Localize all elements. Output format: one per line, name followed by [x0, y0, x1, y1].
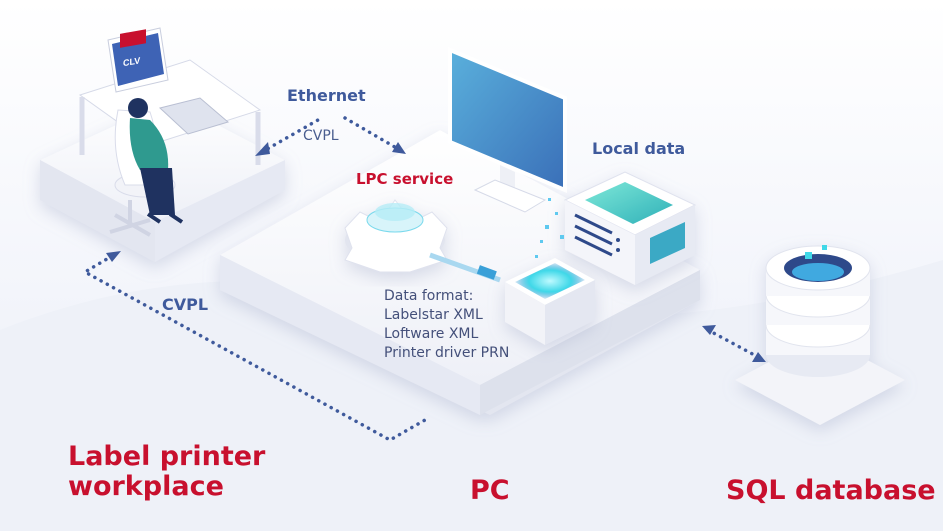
clv-logo-text: CLV [123, 55, 140, 68]
cvpl-top-label: CVPL [303, 128, 339, 144]
lpc-service-label: LPC service [356, 170, 454, 188]
data-particles [535, 198, 564, 258]
chair-base [109, 200, 151, 237]
lpc-gear-icon [344, 199, 448, 273]
workplace-title: Label printer workplace [68, 441, 266, 502]
arrowheads [106, 142, 766, 362]
local-data-server [563, 171, 697, 285]
link-lines [81, 116, 762, 443]
workplace-monitor: CLV [107, 27, 169, 93]
sql-link [706, 328, 762, 360]
sql-database-title: SQL database [726, 475, 936, 506]
data-format-chip [505, 258, 595, 345]
data-format-item: Labelstar XML [384, 307, 483, 323]
clv-logo [120, 29, 146, 48]
keyboard [158, 97, 230, 135]
cvpl-left-link [81, 254, 427, 443]
data-format-item: Loftware XML [384, 326, 479, 342]
pc-monitor [448, 46, 567, 213]
ethernet-link-right [343, 116, 402, 152]
cable-plug [476, 265, 497, 280]
ethernet-label: Ethernet [287, 86, 366, 105]
cvpl-left-label: CVPL [162, 295, 209, 314]
sql-database-icon [735, 245, 905, 425]
data-format-title: Data format: [384, 288, 474, 304]
data-format-block: Data format: Labelstar XML Loftware XML … [384, 287, 509, 363]
person-icon [114, 98, 184, 224]
data-format-item: Printer driver PRN [384, 345, 510, 361]
pc-title: PC [470, 475, 510, 506]
local-data-label: Local data [592, 139, 686, 158]
